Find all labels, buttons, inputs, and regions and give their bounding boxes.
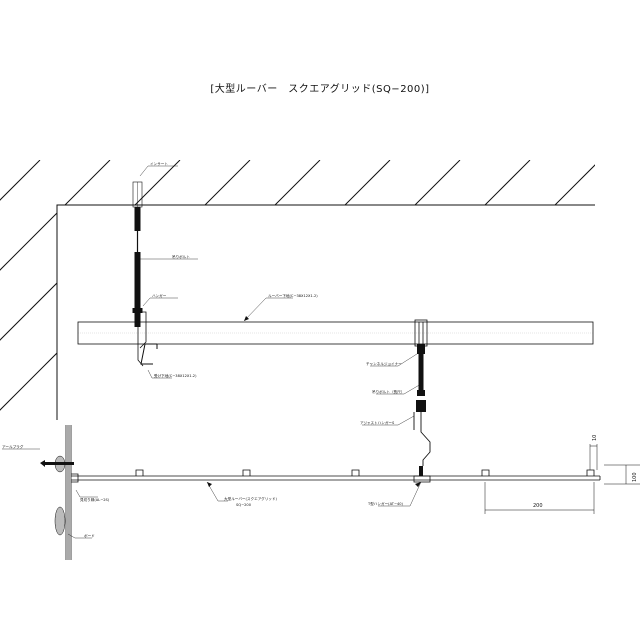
- dim-height: [589, 444, 598, 470]
- label-hanger: ハンガー: [152, 293, 167, 298]
- label-adjust-hanger: アジャストハンガーS: [360, 420, 395, 425]
- dim-depth-value: 100: [632, 472, 638, 482]
- label-anchor-plug: アールプラグ: [2, 444, 24, 449]
- label-board: ボード: [84, 533, 95, 538]
- label-t-bar-hanger: T型ハンガー(AT−40): [367, 501, 404, 506]
- drawing-title: [大型ルーバー スクエアグリッド(SQ−200)]: [210, 84, 430, 95]
- receiver-c-channel: [140, 343, 158, 365]
- louver-receiver-beam: [77, 321, 594, 345]
- adjust-hanger: [413, 412, 431, 466]
- slab-outline: [56, 204, 595, 420]
- hanger-bolt-lower: [134, 252, 141, 308]
- dim-depth: [604, 464, 640, 485]
- wall-plug-lower: [54, 506, 66, 536]
- leader-lines: [2, 165, 422, 539]
- louver-bottom-rail: [66, 475, 601, 481]
- insert-anchor: [132, 181, 143, 208]
- callout-labels: インサート 吊りボルト ハンガー ルーバー下地(C−38X12X1.2) 受け下…: [2, 161, 404, 538]
- label-hanger-bolt-long: 吊りボルト（長尺）: [372, 389, 404, 394]
- label-louver-receiver: ルーバー下地(C−38X12X1.2): [268, 293, 318, 298]
- dim-pitch-value: 200: [533, 503, 543, 509]
- label-louver-code: SQ−200: [236, 503, 252, 507]
- dim-pitch: [484, 482, 595, 514]
- t-bar-hanger: [413, 475, 431, 483]
- label-hanger-bolt: 吊りボルト: [172, 254, 190, 259]
- dim-height-value: 10: [592, 435, 598, 441]
- hanger-nut: [132, 308, 143, 313]
- label-edge-trim: 見切り縁(AL−2S): [80, 497, 110, 502]
- concrete-slab-hatch: [0, 160, 595, 420]
- edge-trim: [71, 473, 79, 483]
- label-receiver-c: 受け下地(C−38X12X1.2): [154, 373, 197, 378]
- hanger-bolt-long: [418, 354, 424, 390]
- anchor-plug-icon: [40, 455, 74, 473]
- wall-board-fill: [66, 425, 71, 560]
- louver-fins: [135, 469, 595, 476]
- leader-arrowheads: [207, 316, 421, 487]
- label-channel-joint: チャンネルジョイナー: [366, 361, 402, 366]
- label-insert: インサート: [150, 161, 168, 166]
- label-louver-product: 大型ルーバー(スクエアグリッド): [224, 496, 277, 501]
- hanger-bolt-upper: [134, 207, 141, 231]
